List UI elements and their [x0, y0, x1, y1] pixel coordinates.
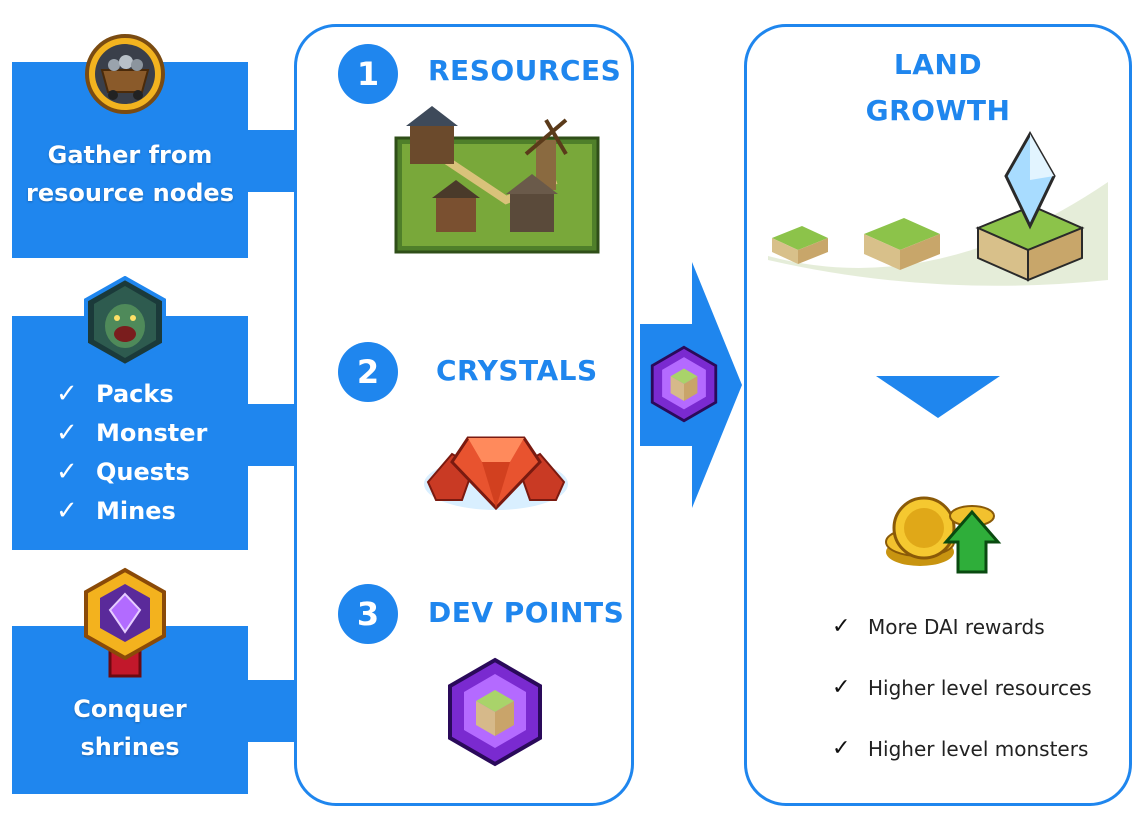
check-icon: ✓: [832, 614, 851, 639]
check-icon: ✓: [56, 495, 78, 526]
land-growth-title-line1: LAND: [893, 48, 983, 81]
gold-coins-icon: [885, 496, 1002, 574]
resource-island-icon: [394, 106, 600, 254]
step-2-number: 2: [338, 342, 398, 402]
activity-item: ✓ Mines: [56, 491, 207, 530]
check-icon: ✓: [832, 675, 851, 700]
activity-label: Packs: [96, 379, 174, 408]
check-icon: ✓: [56, 378, 78, 409]
crystal-icon: [424, 436, 568, 511]
land-growth-title: LAND GROWTH: [744, 42, 1132, 134]
activity-label: Mines: [96, 496, 176, 525]
conquer-label-line2: shrines: [80, 733, 180, 761]
reward-label: More DAI rewards: [868, 614, 1045, 639]
check-icon: ✓: [56, 417, 78, 448]
land-tiles-icon: [768, 130, 1108, 286]
activity-label: Monster: [96, 418, 208, 447]
activity-label: Quests: [96, 457, 190, 486]
step-2-heading: CRYSTALS: [436, 354, 598, 387]
step-3-heading: DEV POINTS: [428, 596, 625, 629]
activity-item: ✓ Monster: [56, 413, 207, 452]
reward-label: Higher level resources: [868, 675, 1092, 700]
reward-item: ✓ More DAI rewards: [832, 596, 1092, 657]
down-triangle-icon: [876, 376, 1000, 418]
gather-label-line1: Gather from: [47, 141, 213, 169]
land-growth-title-line2: GROWTH: [865, 94, 1011, 127]
step-1-heading: RESOURCES: [428, 54, 622, 87]
reward-item: ✓ Higher level monsters: [832, 718, 1092, 779]
center-dev-point-icon: [650, 345, 718, 423]
conquer-label: Conquer shrines: [12, 690, 248, 766]
reward-item: ✓ Higher level resources: [832, 657, 1092, 718]
step-3-number: 3: [338, 584, 398, 644]
gather-label: Gather from resource nodes: [12, 136, 248, 212]
rewards-list: ✓ More DAI rewards ✓ Higher level resource…: [832, 596, 1092, 779]
check-icon: ✓: [56, 456, 78, 487]
gather-label-line2: resource nodes: [26, 179, 234, 207]
dev-point-cube-icon: [448, 657, 542, 767]
conquer-label-line1: Conquer: [73, 695, 187, 723]
step-1-number: 1: [338, 44, 398, 104]
activities-list: ✓ Packs ✓ Monster ✓ Quests ✓ Mines: [56, 374, 207, 530]
check-icon: ✓: [832, 736, 851, 761]
activity-item: ✓ Packs: [56, 374, 207, 413]
mine-cart-icon: [85, 34, 165, 114]
activity-item: ✓ Quests: [56, 452, 207, 491]
shrine-gem-icon: [84, 567, 166, 678]
monster-badge-icon: [84, 276, 166, 368]
reward-label: Higher level monsters: [868, 736, 1089, 761]
